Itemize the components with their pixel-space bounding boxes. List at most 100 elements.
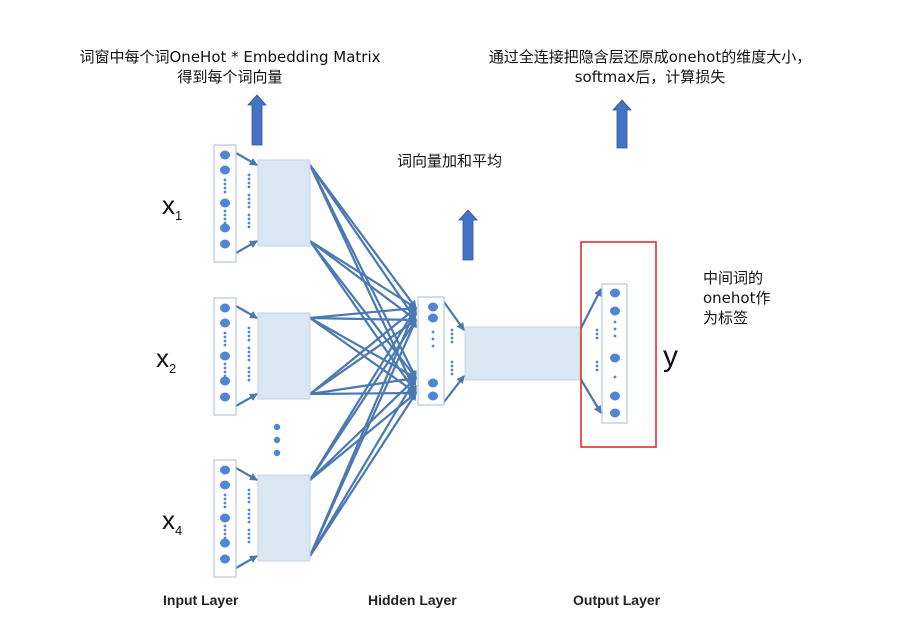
input-node — [220, 303, 230, 313]
output-node — [610, 288, 620, 298]
output-node — [610, 306, 620, 316]
ellipsis-dot — [247, 500, 251, 504]
connection-arrow — [309, 375, 417, 396]
connection-arrow — [309, 240, 417, 309]
ellipsis-dot — [223, 182, 227, 186]
ellipsis-dot — [223, 343, 227, 347]
ellipsis-dot — [247, 197, 251, 201]
ellipsis-dot — [247, 496, 251, 500]
ellipsis-dot — [247, 346, 251, 350]
ellipsis-dot — [247, 370, 251, 374]
output-annotation-line1: 通过全连接把隐含层还原成onehot的维度大小， — [488, 48, 812, 66]
ellipsis-dot — [450, 364, 454, 368]
ellipsis-dot — [450, 372, 454, 376]
label-annotation-line3: 为标签 — [703, 309, 749, 327]
connection-arrow — [309, 319, 417, 395]
ellipsis-dot — [247, 508, 251, 512]
ellipsis-dot — [595, 360, 599, 364]
connection-arrow — [309, 240, 417, 379]
connection-arrow — [309, 164, 417, 321]
output-layer-label: Output Layer — [573, 592, 661, 608]
ellipsis-dot — [247, 492, 251, 496]
connection-arrow — [309, 304, 417, 320]
input-node — [220, 351, 230, 361]
ellipsis-dot — [595, 328, 599, 332]
output-weight-matrix-box — [464, 326, 581, 381]
ellipsis-dot — [613, 334, 617, 338]
ellipsis-dot — [223, 501, 227, 505]
ellipsis-dot — [247, 326, 251, 330]
embedding-matrix-box-3 — [257, 474, 311, 562]
connection-arrow — [235, 555, 258, 569]
input-layer-label: Input Layer — [163, 592, 239, 608]
connection-arrow — [309, 377, 417, 481]
ellipsis-dot — [595, 368, 599, 372]
hidden-layer-label: Hidden Layer — [368, 592, 457, 608]
output-node — [610, 408, 620, 418]
ellipsis-dot — [247, 350, 251, 354]
ellipsis-dot — [613, 375, 617, 379]
ellipsis-dot — [223, 366, 227, 370]
ellipsis-dot — [450, 332, 454, 336]
ellipsis-dot — [247, 181, 251, 185]
hidden-node — [428, 302, 438, 312]
ellipsis-dot — [223, 217, 227, 221]
ellipsis-dot — [223, 370, 227, 374]
connection-arrow — [235, 152, 258, 166]
input-node — [220, 480, 230, 490]
input-node — [220, 150, 230, 160]
connection-arrow — [309, 307, 417, 481]
connection-arrow — [579, 377, 602, 414]
connection-arrow — [309, 392, 417, 557]
input-node — [220, 376, 230, 386]
ellipsis-dot — [223, 497, 227, 501]
label-annotation: 中间词的 onehot作 为标签 — [703, 268, 770, 328]
ellipsis-dot — [223, 374, 227, 378]
input-node — [220, 239, 230, 249]
ellipsis-dot — [247, 177, 251, 181]
connection-arrow — [309, 315, 417, 324]
ellipsis-dot — [613, 327, 617, 331]
output-node — [610, 353, 620, 363]
connection-arrow — [235, 467, 258, 481]
connection-arrow — [579, 288, 602, 331]
x2-label: x2 — [156, 343, 177, 377]
output-annotation-line2: softmax后，计算损失 — [574, 68, 726, 86]
connection-arrow — [443, 301, 465, 331]
output-annotation: 通过全连接把隐含层还原成onehot的维度大小， softmax后，计算损失 — [440, 47, 860, 87]
embedding-annotation: 词窗中每个词OneHot * Embedding Matrix 得到每个词向量 — [40, 47, 420, 87]
connection-arrow — [235, 240, 258, 254]
label-highlight-box — [580, 241, 657, 448]
ellipsis-dot — [223, 178, 227, 182]
ellipsis-dot — [450, 368, 454, 372]
ellipsis-dot — [247, 374, 251, 378]
output-node — [610, 391, 620, 401]
ellipsis-dot — [431, 344, 435, 348]
connection-arrow — [309, 317, 417, 379]
ellipsis-dot — [450, 360, 454, 364]
connection-arrow — [309, 377, 417, 557]
ellipsis-dot — [247, 213, 251, 217]
ellipsis-dot — [613, 320, 617, 324]
connection-arrow — [235, 305, 258, 319]
output-layer-vector — [601, 283, 628, 424]
hidden-node — [428, 378, 438, 388]
group-ellipsis-dot — [273, 449, 281, 457]
ellipsis-dot — [247, 520, 251, 524]
ellipsis-dot — [223, 505, 227, 509]
hidden-node — [428, 391, 438, 401]
up-arrow-icon — [612, 99, 632, 149]
input-node — [220, 165, 230, 175]
input-node — [220, 223, 230, 233]
ellipsis-dot — [247, 173, 251, 177]
embedding-annotation-line1: 词窗中每个词OneHot * Embedding Matrix — [79, 48, 381, 66]
ellipsis-dot — [223, 221, 227, 225]
label-annotation-line1: 中间词的 — [703, 269, 764, 287]
ellipsis-dot — [247, 330, 251, 334]
input-node — [220, 318, 230, 328]
ellipsis-dot — [247, 225, 251, 229]
input-node — [220, 513, 230, 523]
input-node — [220, 538, 230, 548]
ellipsis-dot — [247, 378, 251, 382]
